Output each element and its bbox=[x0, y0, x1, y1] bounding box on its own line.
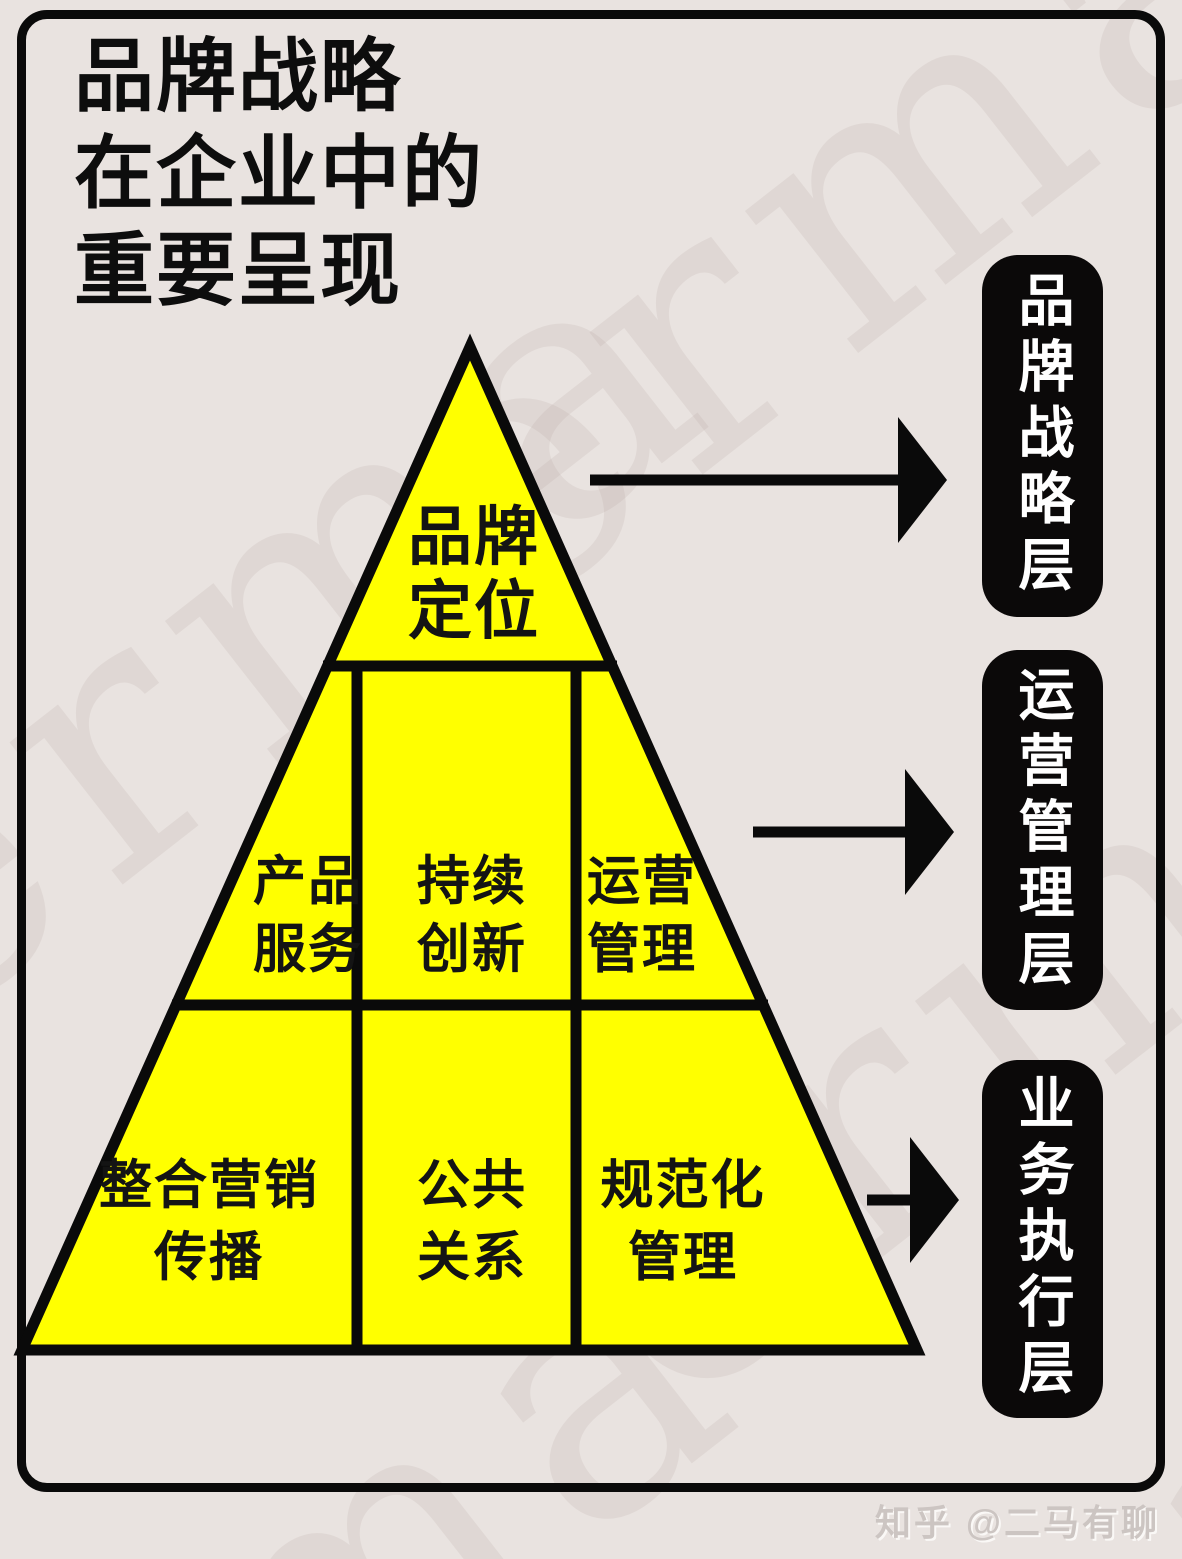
layer-badge-label: 运营管理层 bbox=[1011, 665, 1074, 995]
arrow-right-icon-middle bbox=[753, 769, 954, 895]
pyramid-middle-cell-product-service: 产品 服务 bbox=[253, 852, 363, 979]
pyramid-bottom-cell-integrated-marketing: 整合营销 传播 bbox=[99, 1156, 319, 1287]
layer-badge-label: 品牌战略层 bbox=[1011, 271, 1074, 601]
pyramid-shape bbox=[13, 333, 926, 1356]
page-title: 品牌战略 在企业中的 重要呈现 bbox=[74, 34, 484, 316]
pyramid-bottom-cell-standardized-management: 规范化 管理 bbox=[600, 1156, 766, 1287]
layer-badge-label: 业务执行层 bbox=[1011, 1074, 1074, 1404]
pyramid-bottom-cell-public-relations: 公共 关系 bbox=[417, 1156, 527, 1287]
arrow-right-icon-top bbox=[590, 417, 947, 543]
attribution-watermark: 知乎 @二马有聊 bbox=[874, 1502, 1160, 1543]
pyramid-top-label: 品牌 定位 bbox=[408, 501, 540, 647]
pyramid-middle-cell-continuous-innovation: 持续 创新 bbox=[417, 852, 527, 979]
pyramid-middle-cell-operations-management: 运营 管理 bbox=[587, 852, 697, 979]
arrow-right-icon-bottom bbox=[867, 1137, 959, 1263]
layer-badge-brand-strategy: 品牌战略层 bbox=[982, 255, 1103, 617]
outer-frame-border bbox=[17, 10, 1165, 1492]
layer-badge-business-execution: 业务执行层 bbox=[982, 1060, 1103, 1418]
layer-badge-operations-management: 运营管理层 bbox=[982, 650, 1103, 1010]
